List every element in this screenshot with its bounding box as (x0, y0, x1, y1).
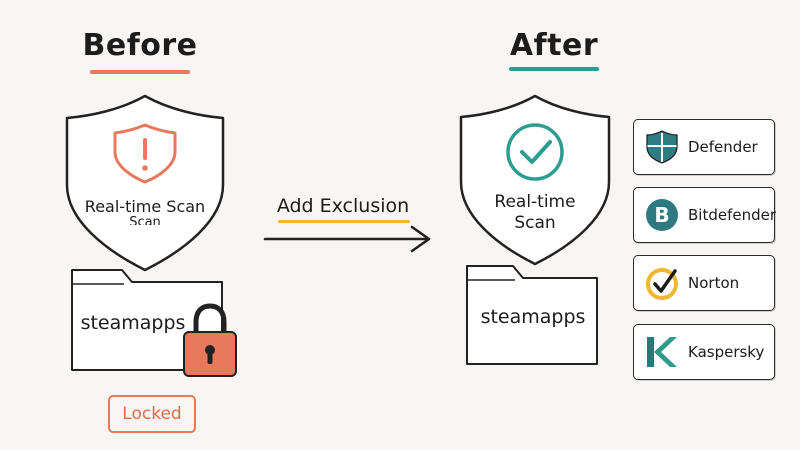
after-shield (459, 94, 611, 266)
after-heading-underline (509, 67, 599, 71)
before-shield-label: Real-time Scan (84, 197, 206, 216)
locked-badge: Locked (108, 395, 196, 433)
antivirus-name-bitdefender: Bitdefender (688, 206, 777, 224)
transition-arrow (263, 225, 431, 253)
bitdefender-b-icon: B (646, 199, 678, 231)
norton-check-icon (646, 268, 678, 300)
add-exclusion-underline (278, 220, 410, 223)
antivirus-card-norton: Norton (633, 255, 775, 311)
before-heading: Before (82, 28, 198, 63)
kaspersky-k-icon (647, 337, 677, 367)
before-heading-underline (90, 70, 190, 74)
after-shield-label-line2: Scan (514, 213, 556, 233)
antivirus-name-defender: Defender (688, 138, 758, 156)
after-folder-label: steamapps (480, 306, 586, 328)
before-folder-label: steamapps (80, 312, 186, 334)
antivirus-card-bitdefender: B Bitdefender (633, 187, 777, 243)
padlock-icon (183, 303, 237, 377)
check-circle-icon (506, 123, 564, 181)
defender-shield-icon (646, 130, 678, 164)
warning-circle-icon (113, 123, 177, 184)
antivirus-name-kaspersky: Kaspersky (688, 343, 765, 361)
after-heading: After (509, 28, 599, 63)
before-shield (65, 94, 225, 272)
svg-text:B: B (654, 203, 669, 227)
after-shield-label-line1: Real-time (494, 192, 576, 212)
after-folder (466, 265, 598, 365)
add-exclusion-label: Add Exclusion (276, 195, 410, 217)
before-shield-label-clipped: Scan (129, 216, 161, 225)
antivirus-card-kaspersky: Kaspersky (633, 324, 775, 380)
antivirus-name-norton: Norton (688, 274, 740, 292)
antivirus-card-defender: Defender (633, 119, 775, 175)
